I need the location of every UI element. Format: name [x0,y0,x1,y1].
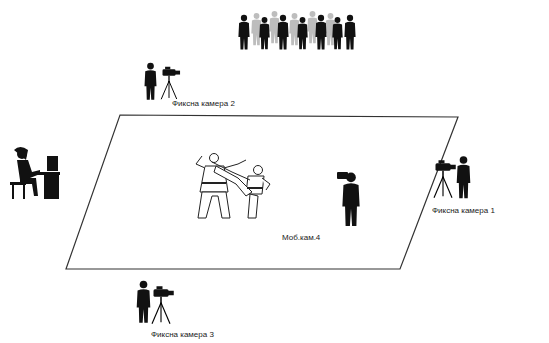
camera-operator [145,63,181,100]
camera-label: Фиксна камера 1 [431,206,496,216]
audience [238,15,355,50]
computer-operator [10,147,60,199]
camera-operator [434,156,470,198]
camera-label: Фиксна камера 3 [150,330,215,340]
karate-fighters [196,154,270,219]
mat-outline [66,115,458,269]
camera-operator [137,281,174,324]
camera-label: Моб.кам.4 [281,233,321,243]
mobile-camera-operator [337,172,360,226]
camera-label: Фиксна камера 2 [171,99,236,109]
